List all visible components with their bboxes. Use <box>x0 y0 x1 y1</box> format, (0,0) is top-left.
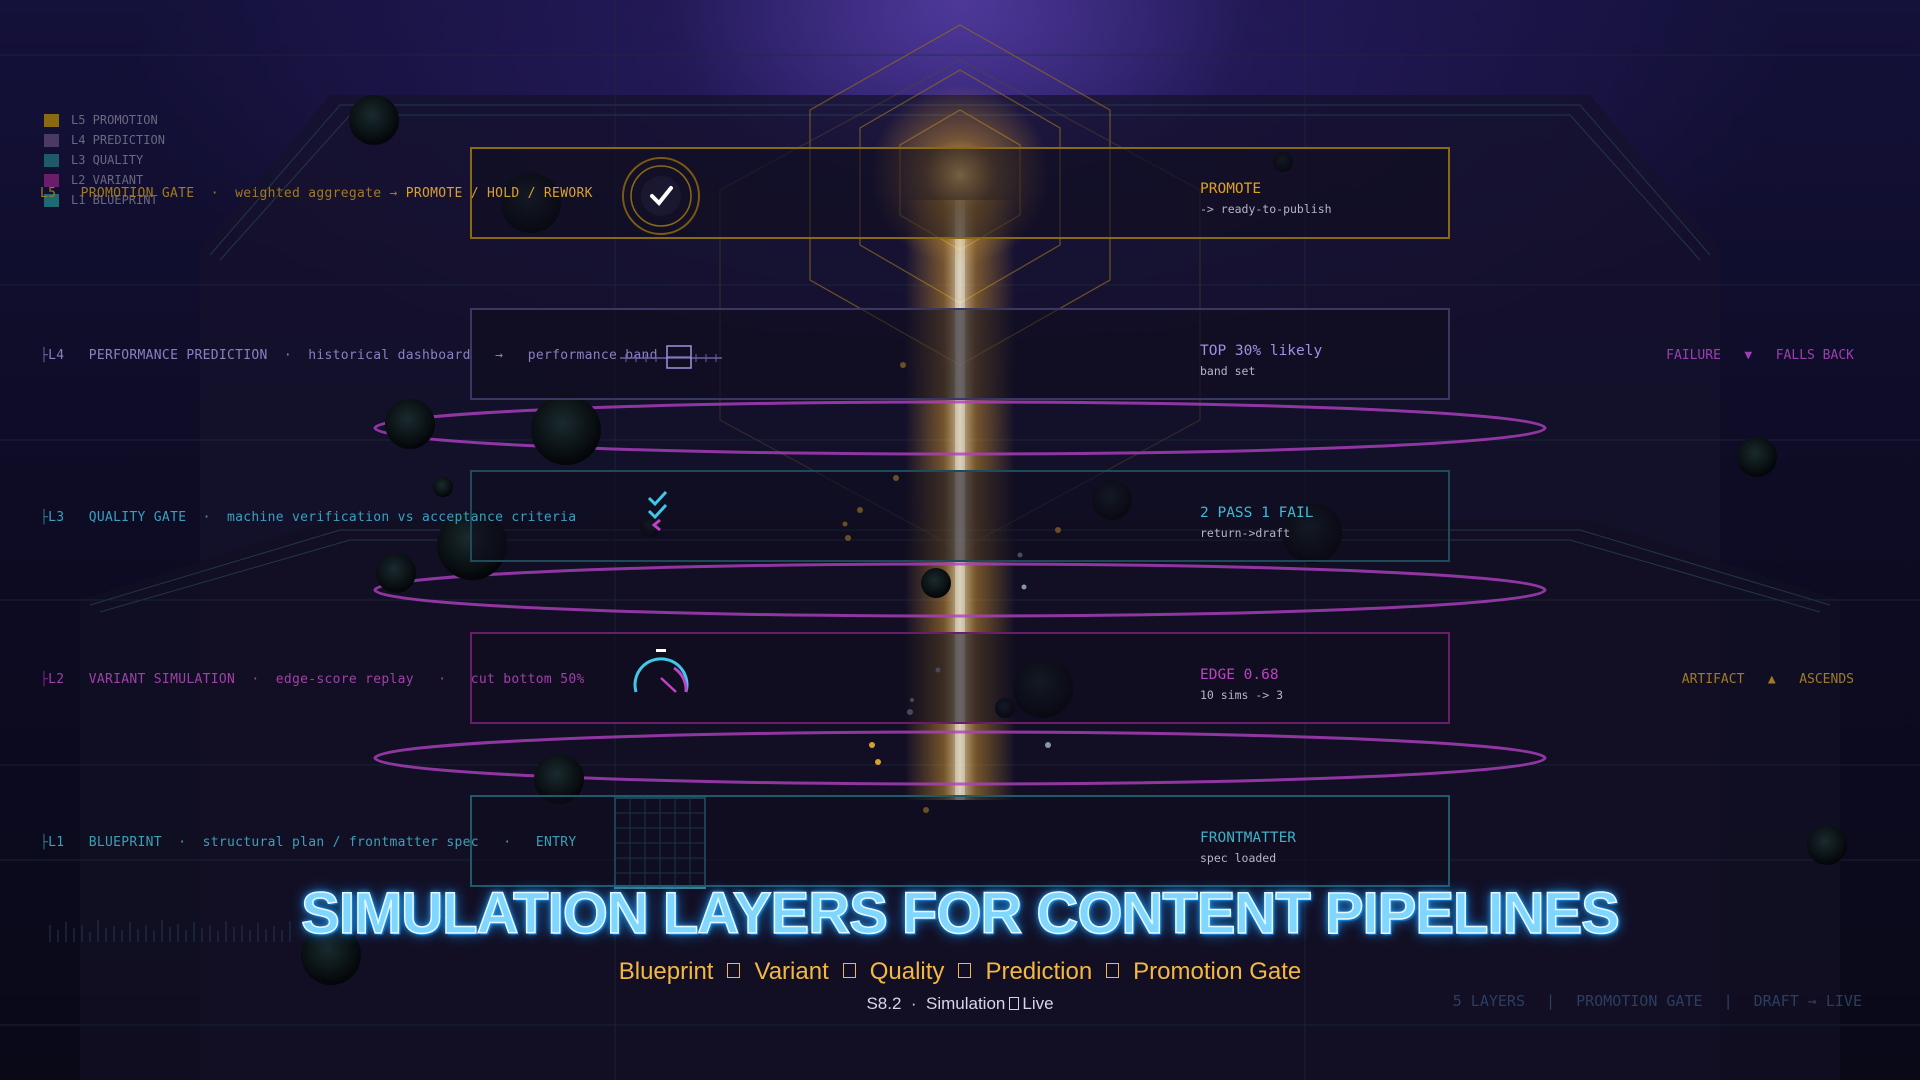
status-title-l1: FRONTMATTER <box>1200 830 1297 846</box>
legend-label: L2 VARIANT <box>71 173 144 187</box>
subtitle-stages: Blueprint Variant Quality Prediction Promoti… <box>0 958 1920 986</box>
layer-name: VARIANT SIMULATION <box>88 672 236 687</box>
separator-icon <box>1106 963 1120 978</box>
layer-tag: L4 <box>48 348 65 363</box>
legend-swatch-l1 <box>44 193 59 207</box>
status-sub-l3: return->draft <box>1200 526 1291 540</box>
artifact-note: ARTIFACT ▲ ASCENDS <box>1682 672 1854 687</box>
layer-tag: L1 <box>48 835 65 850</box>
footer-code: S8.2 <box>866 994 902 1013</box>
legend-item: L3 QUALITY <box>44 150 165 170</box>
legend-item: L4 PREDICTION <box>44 130 165 150</box>
layer-panel-l1 <box>470 795 1450 887</box>
layer-result: performance band <box>527 348 658 363</box>
stat-flow: DRAFT → LIVE <box>1753 992 1862 1010</box>
band-slider-icon <box>620 345 722 369</box>
layer-panel-l4 <box>470 308 1450 400</box>
layer-name: BLUEPRINT <box>88 835 162 850</box>
failure-label: FAILURE <box>1666 348 1721 363</box>
layer-legend: L5 PROMOTION L4 PREDICTION L3 QUALITY L2… <box>44 110 165 210</box>
stat-gate: PROMOTION GATE <box>1576 992 1703 1010</box>
layer-tag: L2 <box>48 672 65 687</box>
stat-layers: 5 LAYERS <box>1452 992 1525 1010</box>
checklist-icon <box>647 490 668 532</box>
legend-label: L1 BLUEPRINT <box>71 193 158 207</box>
separator-icon <box>958 963 972 978</box>
legend-item: L5 PROMOTION <box>44 110 165 130</box>
stage-label: Promotion Gate <box>1133 958 1302 985</box>
failure-text: FALLS BACK <box>1775 348 1854 363</box>
layer-desc: historical dashboard <box>308 348 471 363</box>
layer-desc: edge-score replay <box>275 672 414 687</box>
status-title-l5: PROMOTE <box>1200 181 1262 197</box>
status-sub-l2: 10 sims -> 3 <box>1200 688 1284 702</box>
status-sub-l5: -> ready-to-publish <box>1200 202 1332 216</box>
layer-label-l5: L5 PROMOTION GATE · weighted aggregate →… <box>40 186 593 201</box>
check-badge-icon <box>622 157 700 235</box>
layer-arrow: → <box>389 186 398 201</box>
legend-label: L4 PREDICTION <box>71 133 165 147</box>
status-sub-l4: band set <box>1200 364 1256 378</box>
layer-tag: L3 <box>48 510 65 525</box>
layer-tag: L5 <box>40 186 57 201</box>
footer-left: Simulation <box>926 994 1006 1013</box>
legend-label: L3 QUALITY <box>71 153 144 167</box>
failure-note: FAILURE ▼ FALLS BACK <box>1666 348 1854 363</box>
stats-bar: 5 LAYERS | PROMOTION GATE | DRAFT → LIVE <box>1447 992 1868 1010</box>
separator-icon <box>842 963 856 978</box>
layer-label-l4: ├L4 PERFORMANCE PREDICTION · historical … <box>40 348 658 363</box>
layer-label-l1: ├L1 BLUEPRINT · structural plan / frontm… <box>40 835 577 850</box>
layer-arrow: · <box>503 835 512 850</box>
page-title: SIMULATION LAYERS FOR CONTENT PIPELINES <box>300 880 1620 947</box>
stage-label: Quality <box>869 958 945 985</box>
legend-swatch-l3 <box>44 153 59 167</box>
box-icon <box>1009 997 1020 1010</box>
gauge-icon <box>633 649 689 693</box>
status-title-l3: 2 PASS 1 FAIL <box>1200 505 1314 521</box>
layer-panel-l3 <box>470 470 1450 562</box>
layer-panel-l2 <box>470 632 1450 724</box>
stage-label: Prediction <box>985 958 1093 985</box>
footer-dot: · <box>910 994 917 1013</box>
status-title-l4: TOP 30% likely <box>1200 343 1323 359</box>
separator-icon <box>727 963 741 978</box>
stage-label: Blueprint <box>618 958 714 985</box>
footer-caption: S8.2 · Simulation Live <box>0 994 1920 1014</box>
stage-label: Variant <box>754 958 829 985</box>
layer-name: PERFORMANCE PREDICTION <box>88 348 268 363</box>
layer-label-l3: ├L3 QUALITY GATE · machine verification … <box>40 510 577 525</box>
layer-panel-l5 <box>470 147 1450 239</box>
layer-name: PROMOTION GATE <box>80 186 195 201</box>
artifact-label: ARTIFACT <box>1681 672 1745 687</box>
layer-result: ENTRY <box>535 835 577 850</box>
footer-right: Live <box>1022 994 1054 1013</box>
layer-label-l2: ├L2 VARIANT SIMULATION · edge-score repl… <box>40 672 585 687</box>
up-arrow-icon: ▲ <box>1767 672 1776 687</box>
layer-desc: weighted aggregate <box>235 186 382 201</box>
artifact-text: ASCENDS <box>1799 672 1854 687</box>
layer-arrow: → <box>495 348 504 363</box>
layer-result: PROMOTE / HOLD / REWORK <box>405 186 593 201</box>
legend-swatch-l2 <box>44 173 59 187</box>
layer-desc: structural plan / frontmatter spec <box>202 835 479 850</box>
legend-swatch-l4 <box>44 133 59 147</box>
grid-plan-icon <box>1130 800 1131 801</box>
legend-label: L5 PROMOTION <box>71 113 158 127</box>
stat-separator: | <box>1546 992 1556 1010</box>
layer-desc: machine verification vs acceptance crite… <box>226 510 577 525</box>
stat-separator: | <box>1723 992 1733 1010</box>
layer-arrow: · <box>438 672 447 687</box>
legend-item: L1 BLUEPRINT <box>44 190 165 210</box>
legend-item: L2 VARIANT <box>44 170 165 190</box>
layer-name: QUALITY GATE <box>88 510 187 525</box>
status-sub-l1: spec loaded <box>1200 851 1277 865</box>
legend-swatch-l5 <box>44 113 59 127</box>
status-title-l2: EDGE 0.68 <box>1200 667 1279 683</box>
down-arrow-icon: ▼ <box>1744 348 1753 363</box>
layer-result: cut bottom 50% <box>470 672 585 687</box>
